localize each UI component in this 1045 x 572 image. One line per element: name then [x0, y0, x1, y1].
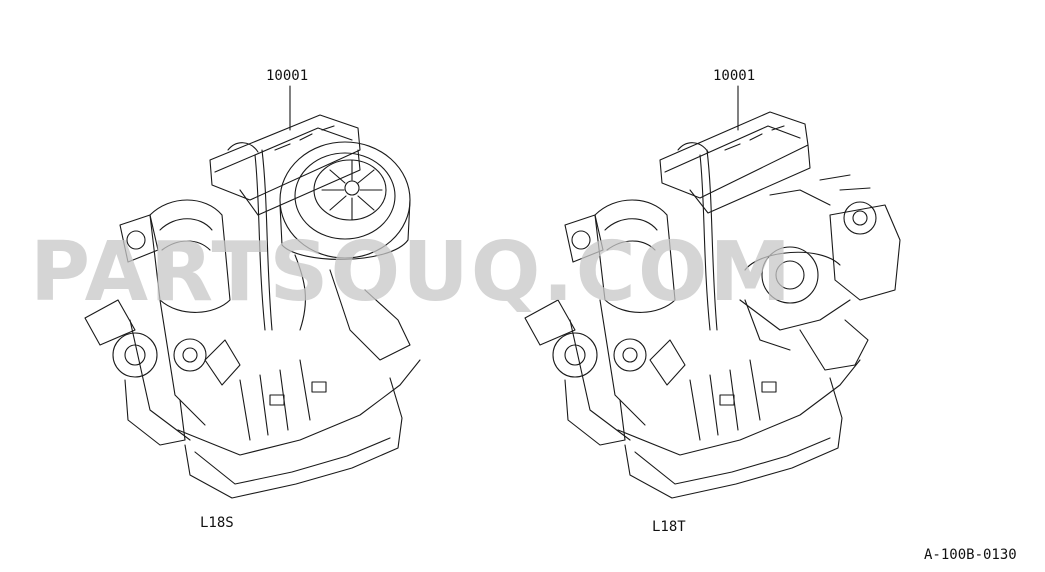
part-number-left[interactable]: 10001: [266, 68, 309, 84]
model-code-left: L18S: [200, 515, 234, 531]
part-number-right[interactable]: 10001: [713, 68, 756, 84]
engine-l18t-drawing: [524, 85, 901, 499]
drawing-code: A-100B-0130: [924, 547, 1017, 563]
model-code-right: L18T: [652, 519, 686, 535]
engine-l18s-drawing: [84, 85, 421, 499]
